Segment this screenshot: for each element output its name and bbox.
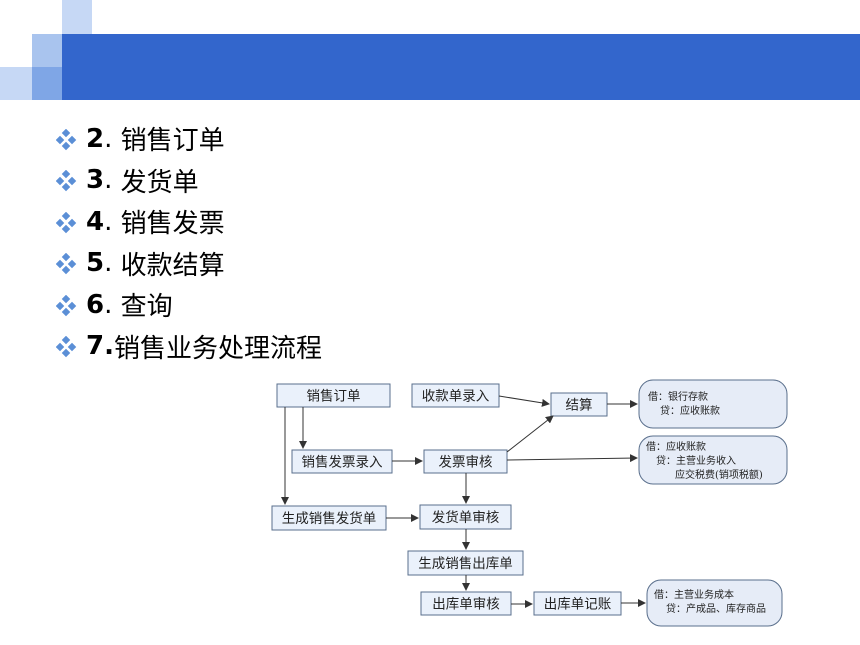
diamond-bullet-icon (55, 128, 78, 150)
bullet-text: 查询 (120, 292, 173, 323)
bullet-separator: . (104, 123, 113, 154)
node-label: 出库单记账 (544, 597, 612, 613)
node-generate-outbound: 生成销售出库单 (407, 550, 524, 576)
node-settlement: 结算 (550, 392, 608, 417)
bullet-number: 2 (86, 123, 105, 154)
bullet-text: 收款结算 (120, 250, 225, 281)
node-receipt-entry: 收款单录入 (411, 383, 500, 408)
bullet-text: 销售发票 (120, 209, 225, 240)
note-line: 贷：产成品、库存商品 (666, 602, 766, 615)
node-label: 销售订单 (307, 389, 361, 405)
bullet-number: 5 (86, 248, 105, 279)
bullet-text: 销售业务处理流程 (113, 333, 322, 364)
bullet-item: 2. 销售订单 (55, 118, 322, 160)
bullet-number: 7. (86, 331, 114, 362)
bullet-separator: . (104, 165, 113, 196)
node-label: 发票审核 (439, 455, 493, 471)
note-line: 应交税费(销项税额) (675, 468, 763, 481)
header-banner (62, 34, 860, 100)
bullet-number: 4 (86, 206, 105, 237)
node-sales-order: 销售订单 (276, 383, 391, 408)
arrow-receipt-to-settlement (498, 395, 550, 407)
arrow-invoice-review-to-note (506, 454, 638, 463)
node-label: 销售发票录入 (302, 455, 383, 471)
header-square-5 (32, 67, 62, 100)
note-line: 借：主营业务成本 (654, 588, 734, 601)
note-invoice-entry: 借：应收账款 贷：主营业务收入 应交税费(销项税额) (638, 435, 788, 485)
note-line: 贷：应收账款 (660, 404, 720, 417)
bullet-item: 4. 销售发票 (55, 201, 322, 243)
bullet-number: 6 (86, 289, 105, 320)
bullet-separator: . (104, 206, 113, 237)
node-delivery-review: 发货单审核 (419, 504, 512, 530)
diamond-bullet-icon (55, 252, 78, 275)
bullet-item: 6. 查询 (55, 284, 322, 326)
node-label: 结算 (566, 398, 593, 414)
bullet-text: 发货单 (120, 167, 199, 198)
bullet-item: 3. 发货单 (55, 160, 322, 202)
diamond-bullet-icon (55, 169, 78, 192)
node-invoice-review: 发票审核 (423, 449, 508, 474)
bullet-list: 2. 销售订单 3. 发货单 4. 销售发票 5. 收款结算 6. 查询 7.销… (55, 118, 322, 368)
header-square-2 (32, 34, 62, 67)
note-line: 贷：主营业务收入 (656, 454, 736, 467)
bullet-number: 3 (86, 165, 105, 196)
diamond-bullet-icon (55, 211, 78, 233)
node-outbound-review: 出库单审核 (420, 591, 512, 616)
node-label: 生成销售出库单 (418, 556, 513, 572)
bullet-item: 5. 收款结算 (55, 243, 322, 285)
header-square-4 (0, 67, 32, 100)
bullet-separator: . (104, 248, 113, 279)
note-settlement-entry: 借：银行存款 贷：应收账款 (638, 379, 788, 429)
diamond-bullet-icon (55, 294, 78, 316)
bullet-item: 7.销售业务处理流程 (55, 326, 322, 368)
node-label: 出库单审核 (432, 597, 500, 613)
diamond-bullet-icon (55, 335, 78, 358)
node-label: 收款单录入 (422, 389, 490, 405)
header-square-1 (62, 0, 92, 34)
connectors (281, 395, 646, 608)
node-invoice-entry: 销售发票录入 (291, 449, 393, 474)
note-line: 借：应收账款 (646, 440, 706, 453)
bullet-separator: . (104, 289, 113, 320)
bullet-text: 销售订单 (120, 126, 225, 157)
note-posting-entry: 借：主营业务成本 贷：产成品、库存商品 (646, 579, 783, 627)
node-generate-delivery: 生成销售发货单 (271, 505, 387, 531)
arrow-invoice-review-to-settlement (506, 415, 554, 453)
node-outbound-posting: 出库单记账 (533, 591, 622, 616)
node-label: 生成销售发货单 (282, 510, 377, 527)
note-line: 借：银行存款 (648, 390, 708, 403)
node-label: 发货单审核 (432, 509, 500, 526)
